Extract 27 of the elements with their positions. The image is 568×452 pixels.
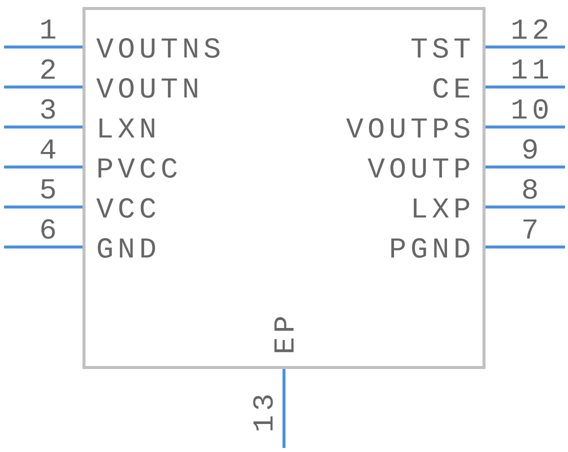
pin-name: PGND xyxy=(391,238,470,258)
pin-name: CE xyxy=(434,78,470,98)
pin-number: 1 xyxy=(41,19,56,39)
pin-name: GND xyxy=(98,238,156,258)
pin-number: 10 xyxy=(512,99,548,119)
pin-name: LXP xyxy=(414,198,470,218)
pin-number: 9 xyxy=(523,139,537,159)
pin-number: 6 xyxy=(41,219,55,239)
pin-name: PVCC xyxy=(98,158,177,178)
pin-number: 5 xyxy=(41,179,55,199)
pin-number: 13 xyxy=(253,395,273,430)
pin-name: VOUTNS xyxy=(96,38,220,58)
pin-name: VOUTPS xyxy=(346,118,470,138)
pin-number: 3 xyxy=(41,99,55,119)
pin-name: LXN xyxy=(100,118,154,138)
pin-number: 7 xyxy=(524,219,536,239)
pin-number: 12 xyxy=(512,19,548,39)
pin-name: TST xyxy=(412,38,470,58)
pin-name: VCC xyxy=(96,198,156,218)
pin-number: 8 xyxy=(523,179,537,199)
pin-number: 11 xyxy=(512,59,548,79)
chip-body xyxy=(82,7,486,369)
pin-name: VOUTP xyxy=(368,158,470,178)
pin-number: 2 xyxy=(41,59,55,79)
pin-name: VOUTN xyxy=(96,78,198,98)
pin-name: EP xyxy=(274,317,294,352)
pin-number: 4 xyxy=(40,139,56,159)
